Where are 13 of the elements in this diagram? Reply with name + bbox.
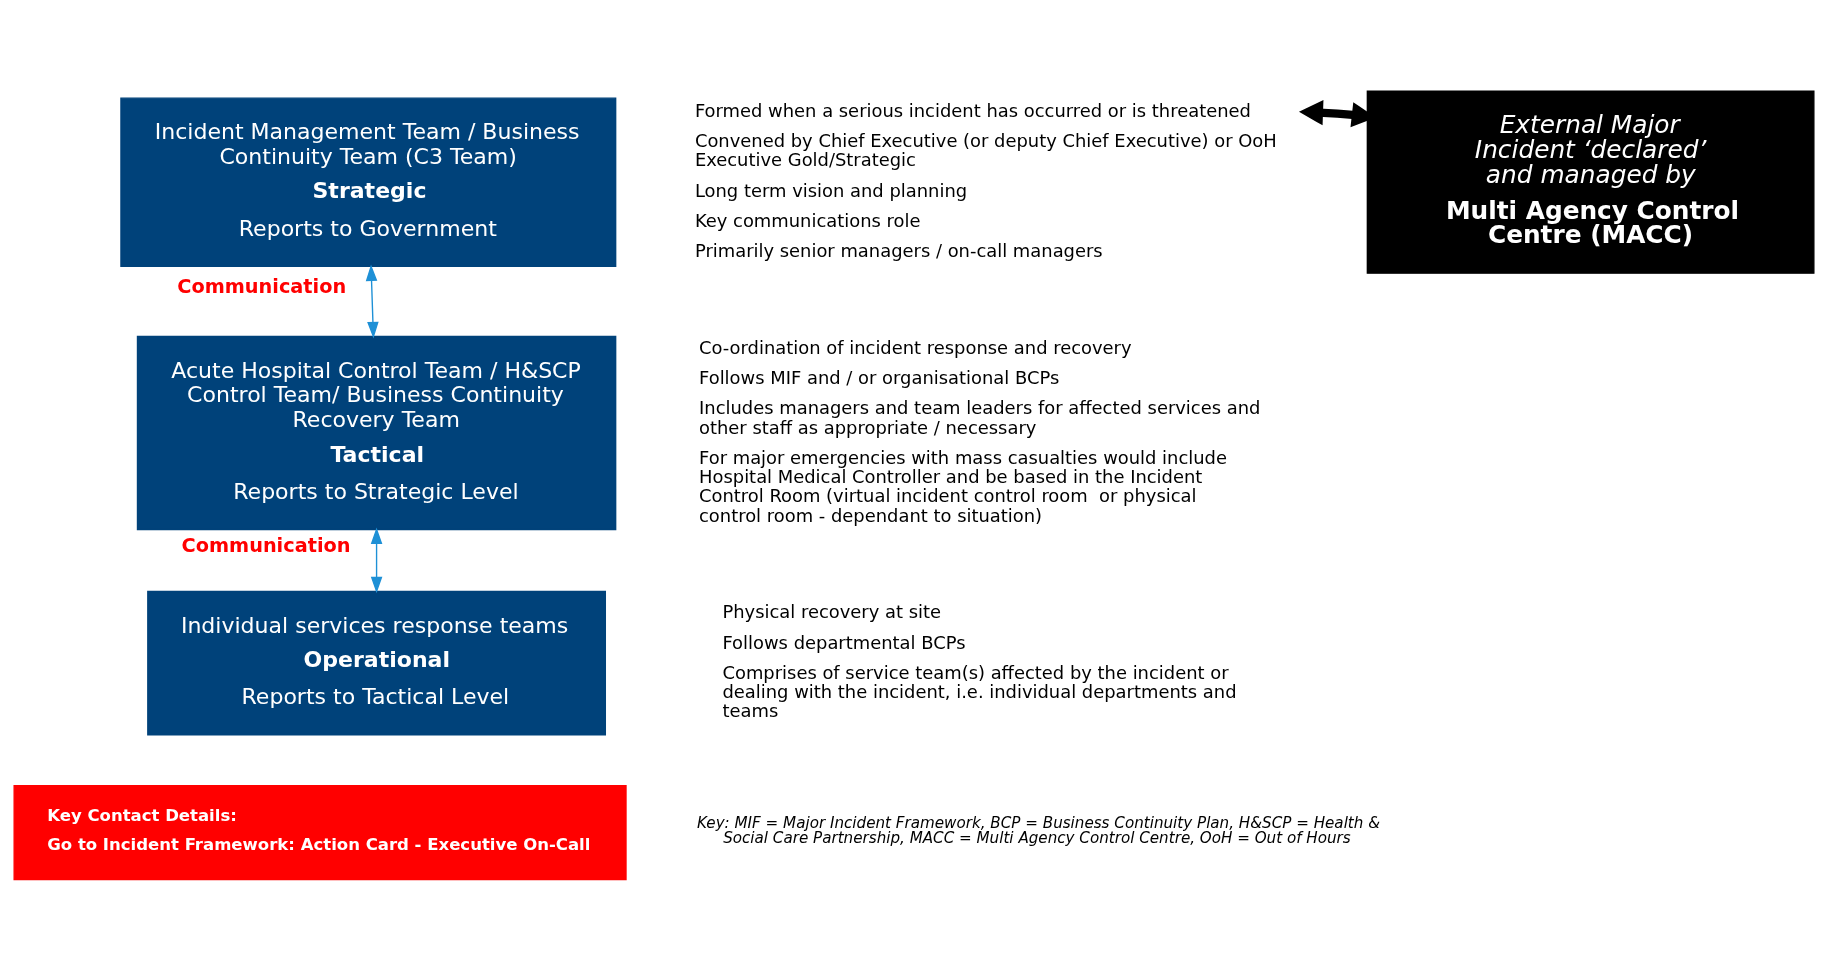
edge-label: Communication <box>177 274 347 298</box>
arrow <box>370 527 383 594</box>
node-text: Formed when a serious incident has occurred or is threatened Convened by Chief Executive (or deputy Chief Executive) or OoH Executive Gold/Strategic Long term vision and planning Key communications role Primarily senior managers / on-call managers <box>694 99 1277 262</box>
node-box: Individual services response teams Operational Reports to Tactical Level <box>147 590 607 736</box>
node-box: Key Contact Details: Go to Incident Framework: Action Card - Executive On-Call <box>13 785 627 881</box>
arrow <box>365 264 379 339</box>
edge-label: Communication <box>181 533 351 557</box>
node-text: Physical recovery at site Follows departmental BCPs Comprises of service team(s) affected by the incident or dealing with the incident, i.e. individual departments and teams <box>722 601 1237 722</box>
node-box: External Major Incident ‘declared’ and managed by Multi Agency Control Centre (MACC) <box>1366 90 1815 274</box>
label: Key: MIF = Major Incident Framework, BCP = Business Continuity Plan, H&SCP = Health & Social Care Partnership, MACC = Multi Agency Control Centre, OoH = Out of Hours <box>696 814 1380 848</box>
node-box: Incident Management Team / Business Continuity Team (C3 Team) Strategic Reports to Government <box>120 97 617 267</box>
node-text: Co-ordination of incident response and recovery Follows MIF and / or organisational BCPs Includes managers and team leaders for affected services and other staff as appropriate / necessary For major emergencies with mass casualties would include Hospital Medical Controller and be based in the Incident Control Room (virtual incident control room or physical control room - dependant to situation) <box>699 336 1261 526</box>
node-box: Acute Hospital Control Team / H&SCP Control Team/ Business Continuity Recovery Team Tactical Reports to Strategic Level <box>136 335 617 531</box>
